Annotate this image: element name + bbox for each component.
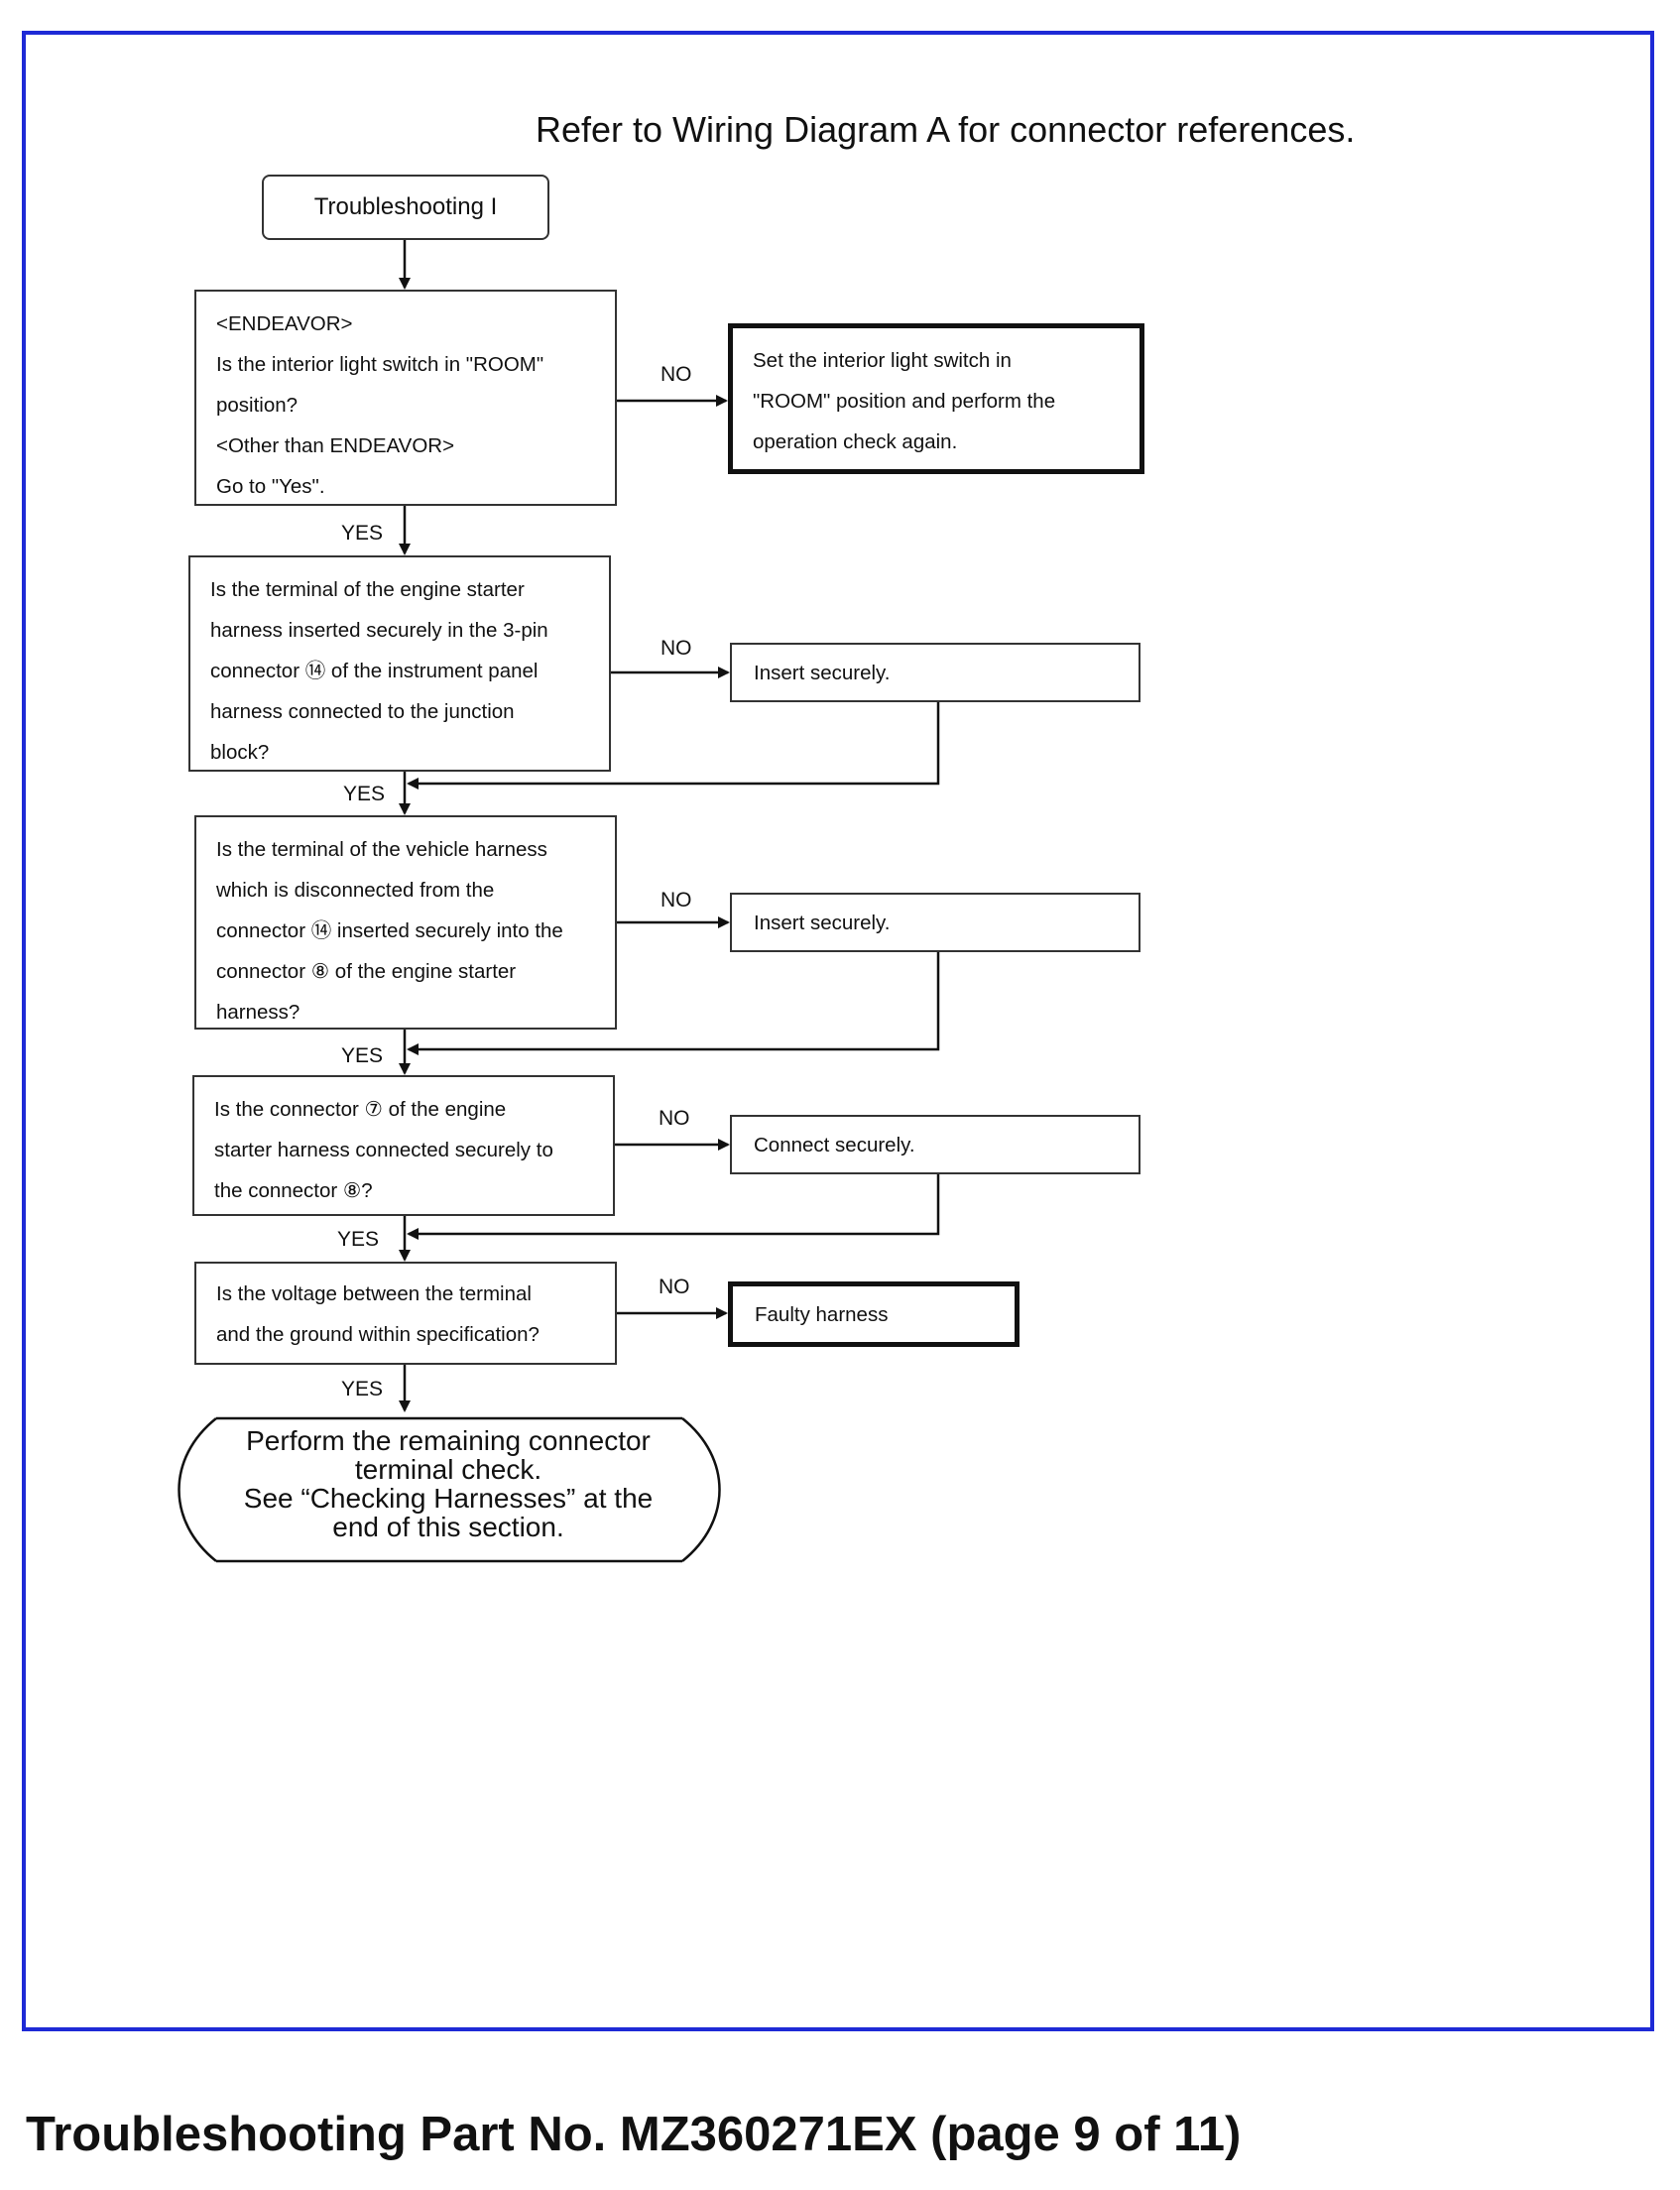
question-line: the connector ⑧? <box>214 1179 373 1202</box>
no-label-3: NO <box>660 889 692 912</box>
question-box-4: Is the connector ⑦ of the engine starter… <box>192 1075 615 1216</box>
question-line: and the ground within specification? <box>216 1323 540 1346</box>
no-label-2: NO <box>660 637 692 660</box>
action-line: Insert securely. <box>754 911 891 934</box>
yes-label-5: YES <box>341 1378 384 1400</box>
question-line: connector ⑭ inserted securely into the <box>216 919 563 942</box>
action-box-1: Set the interior light switch in "ROOM" … <box>728 323 1144 474</box>
action-line: Connect securely. <box>754 1133 915 1156</box>
yes-label-2: YES <box>343 783 386 805</box>
yes-label-4: YES <box>337 1228 380 1251</box>
end-line: Perform the remaining connector <box>246 1425 651 1456</box>
question-line: <ENDEAVOR> <box>216 312 353 335</box>
action-line: Insert securely. <box>754 661 891 684</box>
end-line: end of this section. <box>332 1512 564 1542</box>
yes-label-3: YES <box>341 1044 384 1067</box>
question-line: Is the connector ⑦ of the engine <box>214 1098 507 1121</box>
question-box-3: Is the terminal of the vehicle harness w… <box>194 815 617 1030</box>
question-line: harness inserted securely in the 3-pin <box>210 619 548 642</box>
question-box-1: <ENDEAVOR> Is the interior light switch … <box>194 290 617 506</box>
question-line: Is the terminal of the engine starter <box>210 578 525 601</box>
action-line: "ROOM" position and perform the <box>753 390 1056 413</box>
no-label-1: NO <box>660 363 692 386</box>
no-label-4: NO <box>659 1107 690 1130</box>
page-frame <box>22 31 1654 2031</box>
start-box: Troubleshooting I <box>262 175 549 240</box>
reference-note: Refer to Wiring Diagram A for connector … <box>536 109 1356 150</box>
action-line: operation check again. <box>753 430 958 453</box>
yes-label-1: YES <box>341 522 384 545</box>
question-line: harness connected to the junction <box>210 700 515 723</box>
no-label-5: NO <box>659 1276 690 1298</box>
question-line: block? <box>210 741 270 764</box>
question-box-5: Is the voltage between the terminal and … <box>194 1262 617 1365</box>
question-line: Is the voltage between the terminal <box>216 1282 532 1305</box>
action-line: Set the interior light switch in <box>753 349 1012 372</box>
action-line: Faulty harness <box>755 1302 889 1326</box>
action-box-5: Faulty harness <box>728 1281 1020 1347</box>
page-footer-title: Troubleshooting Part No. MZ360271EX (pag… <box>26 2108 1242 2161</box>
question-line: starter harness connected securely to <box>214 1139 553 1161</box>
question-line: position? <box>216 394 299 417</box>
action-box-2: Insert securely. <box>730 643 1140 702</box>
end-line: See “Checking Harnesses” at the <box>243 1483 654 1514</box>
question-line: <Other than ENDEAVOR> <box>216 434 455 457</box>
question-box-2: Is the terminal of the engine starter ha… <box>188 555 611 772</box>
question-line: Is the interior light switch in "ROOM" <box>216 353 544 376</box>
action-box-3: Insert securely. <box>730 893 1140 952</box>
start-label: Troubleshooting I <box>313 193 498 220</box>
end-terminal-shape <box>178 1416 721 1563</box>
question-line: which is disconnected from the <box>216 879 495 902</box>
return-loop-4 <box>407 1174 940 1240</box>
return-loop-2 <box>407 702 940 790</box>
action-box-4: Connect securely. <box>730 1115 1140 1174</box>
question-line: connector ⑧ of the engine starter <box>216 960 517 983</box>
question-line: connector ⑭ of the instrument panel <box>210 660 539 682</box>
end-line: terminal check. <box>354 1454 542 1485</box>
question-line: harness? <box>216 1001 300 1024</box>
return-loop-3 <box>407 952 940 1055</box>
end-terminal: Perform the remaining connector terminal… <box>190 1426 706 1541</box>
question-line: Go to "Yes". <box>216 475 325 498</box>
question-line: Is the terminal of the vehicle harness <box>216 838 547 861</box>
